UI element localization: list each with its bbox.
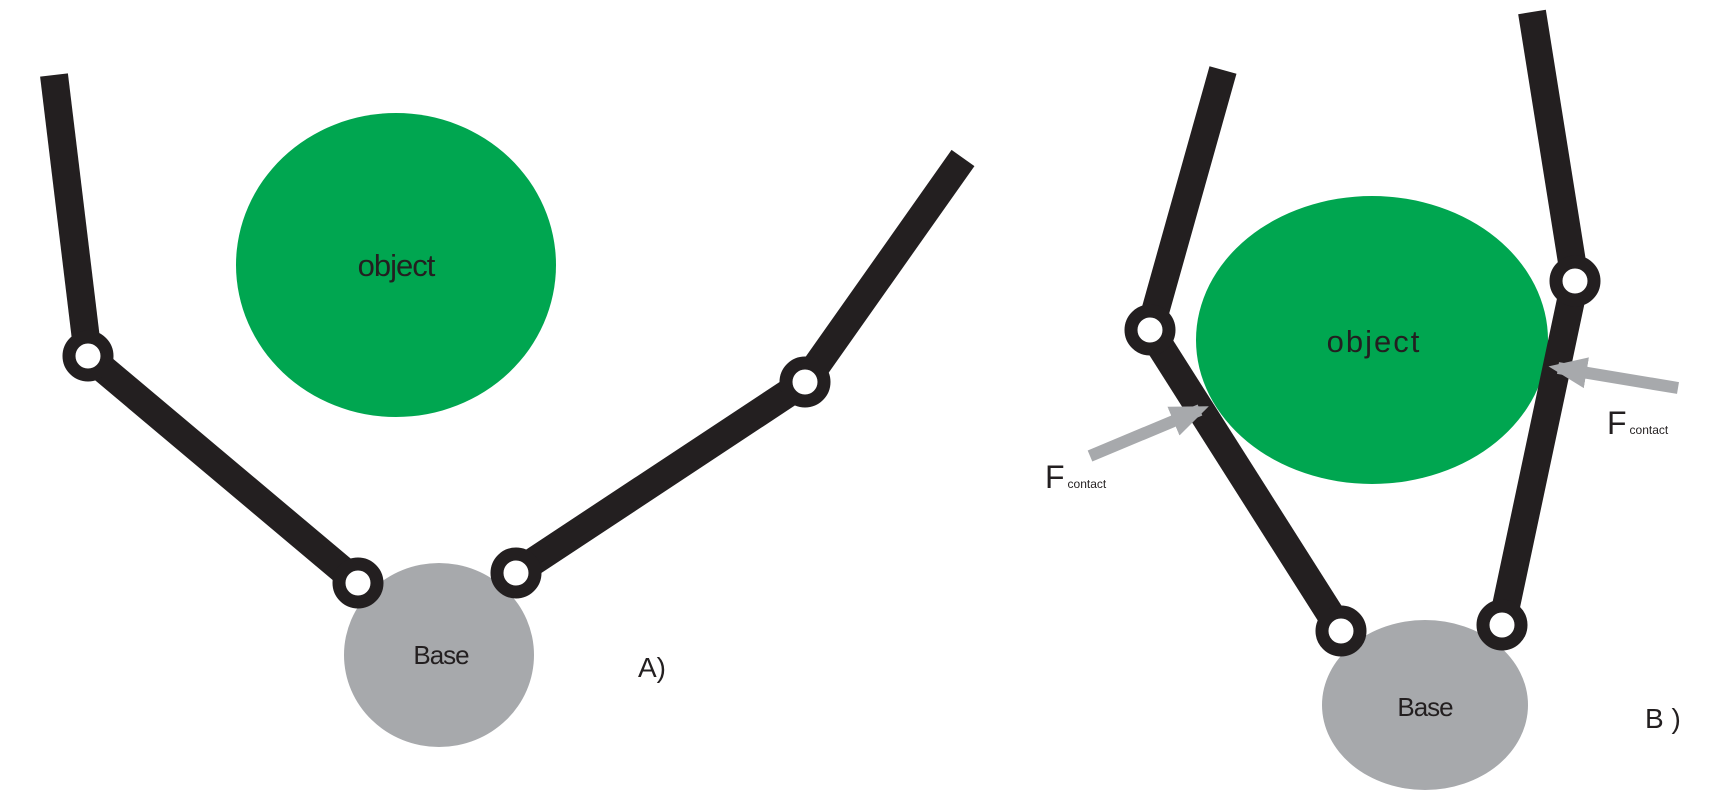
proximal-link-left-b — [1138, 322, 1353, 639]
right-finger-a — [490, 149, 975, 599]
joint-right-b-upper — [1549, 255, 1601, 307]
proximal-link-left-a — [78, 345, 368, 594]
panel-b-label: B ) — [1645, 703, 1681, 734]
distal-link-right-b — [1518, 9, 1589, 284]
object-a-label: object — [358, 248, 436, 283]
joint-left-a-base — [332, 557, 384, 609]
right-finger-b — [1476, 9, 1601, 651]
joint-right-b-base — [1476, 599, 1528, 651]
force-label-left-sub: contact — [1068, 477, 1107, 491]
joint-right-a-upper — [779, 356, 831, 408]
force-label-right-main: F — [1607, 405, 1627, 441]
object-a — [236, 113, 556, 417]
joint-left-a-upper — [62, 330, 114, 382]
distal-link-right-a — [793, 149, 975, 391]
distal-link-left-a — [40, 73, 102, 358]
panel-a: object Base A) — [40, 73, 975, 747]
force-arrow-right — [1548, 357, 1679, 394]
joint-left-b-upper — [1124, 304, 1176, 356]
force-arrow-left — [1087, 404, 1209, 462]
joint-left-b-base — [1315, 605, 1367, 657]
joint-right-a-base — [490, 547, 542, 599]
base-b-label: Base — [1397, 692, 1453, 722]
object-b-label: object — [1327, 324, 1422, 359]
proximal-link-right-b — [1488, 278, 1589, 628]
distal-link-left-b — [1136, 66, 1237, 334]
left-finger-b — [1124, 66, 1367, 657]
left-finger-a — [40, 73, 384, 609]
panel-a-label: A) — [638, 652, 666, 683]
base-a — [344, 563, 534, 747]
base-b — [1322, 620, 1528, 790]
force-label-left-main: F — [1045, 459, 1065, 495]
object-b — [1196, 196, 1548, 484]
proximal-link-right-a — [508, 370, 813, 585]
force-label-right-sub: contact — [1630, 423, 1669, 437]
base-a-label: Base — [413, 640, 469, 670]
